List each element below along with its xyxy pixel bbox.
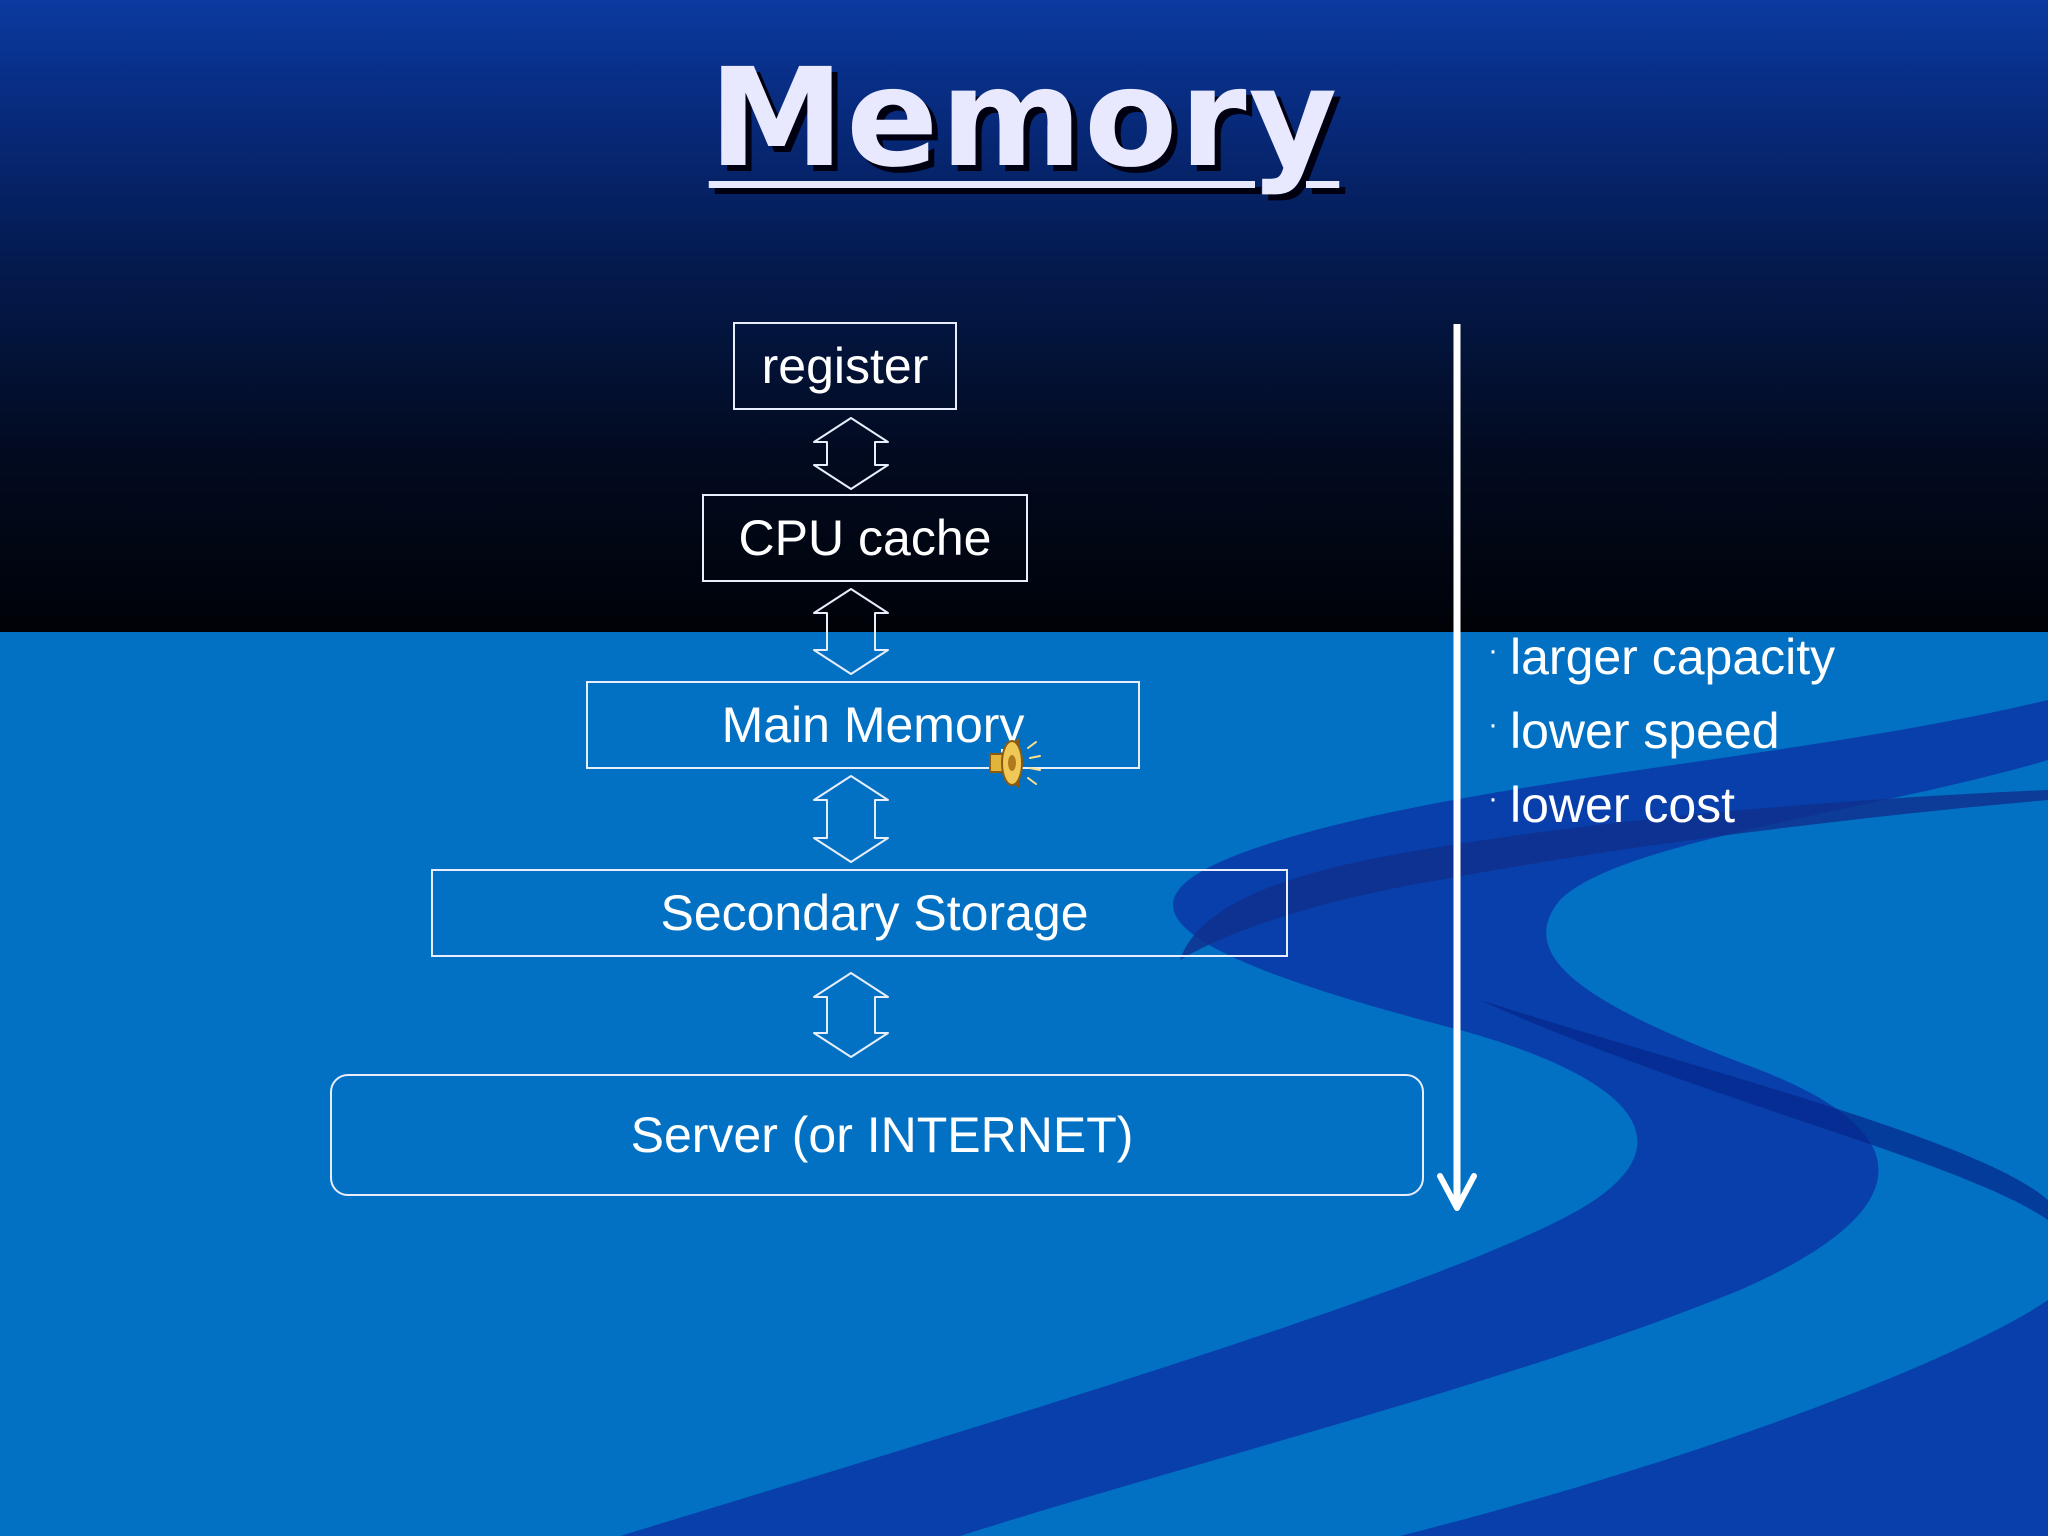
cpu-cache-box: CPU cache [702,494,1028,582]
speaker-icon[interactable] [982,728,1052,798]
double-arrow-icon [813,417,889,490]
down-arrow-icon [1437,324,1477,1211]
secondary-storage-box: Secondary Storage [431,869,1288,957]
property-item: ·larger capacity [1488,629,1836,685]
top-background [0,0,2048,632]
property-item: ·lower cost [1488,777,1736,833]
property-item: ·lower speed [1488,703,1780,759]
main-memory-box: Main Memory [586,681,1140,769]
double-arrow-icon [813,972,889,1058]
double-arrow-icon [813,775,889,863]
double-arrow-icon [813,588,889,675]
slide-title: Memory [708,40,1340,198]
register-box: register [733,322,957,410]
server-box: Server (or INTERNET) [330,1074,1424,1196]
